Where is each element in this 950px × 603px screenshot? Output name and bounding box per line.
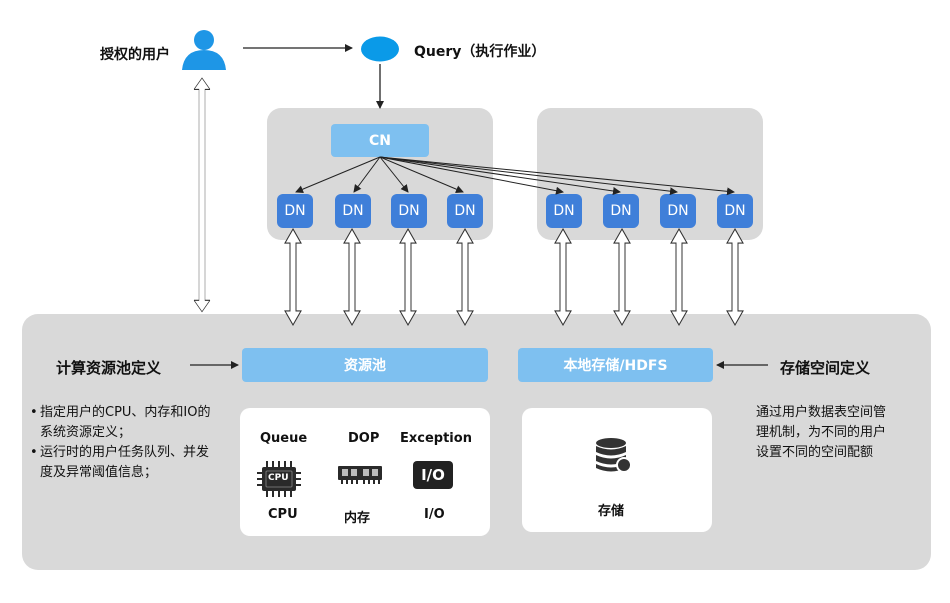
dn-label: DN	[667, 203, 689, 219]
list-item: •运行时的用户任务队列、并发度及异常阈值信息；	[30, 443, 216, 483]
io-icon-text: I/O	[421, 466, 445, 484]
memory-label: 内存	[344, 511, 371, 526]
user-double-arrow-shape	[193, 77, 211, 313]
exception-header: Exception	[400, 431, 472, 446]
compute-bullet-1: 指定用户的CPU、内存和IO的系统资源定义；	[40, 405, 211, 440]
dn-label: DN	[724, 203, 746, 219]
query-label: Query（执行作业）	[414, 44, 546, 60]
cn-label: CN	[369, 132, 391, 149]
dn-double-arrow	[456, 228, 474, 326]
cn-node: CN	[331, 124, 429, 157]
compute-bullet-list: •指定用户的CPU、内存和IO的系统资源定义； •运行时的用户任务队列、并发度及…	[30, 403, 216, 483]
dn-double-arrow	[554, 228, 572, 326]
dn-label: DN	[284, 203, 306, 219]
io-icon: I/O	[413, 461, 453, 489]
dn-node-8: DN	[717, 194, 753, 228]
cpu-label: CPU	[268, 507, 298, 522]
local-storage-bar: 本地存储/HDFS	[518, 348, 713, 382]
storage-item-label: 存储	[598, 504, 625, 519]
dn-node-7: DN	[660, 194, 696, 228]
dn-label: DN	[342, 203, 364, 219]
storage-space-title: 存储空间定义	[780, 359, 871, 377]
dn-double-arrow	[670, 228, 688, 326]
dn-node-6: DN	[603, 194, 639, 228]
dn-node-5: DN	[546, 194, 582, 228]
dn-label: DN	[398, 203, 420, 219]
cpu-chip-icon	[256, 459, 302, 499]
user-icon	[180, 28, 228, 72]
query-node-icon	[360, 36, 400, 62]
cpu-chip-text: CPU	[268, 473, 289, 483]
compute-pool-title: 计算资源池定义	[56, 359, 162, 377]
dn-double-arrow	[284, 228, 302, 326]
dn-double-arrow	[613, 228, 631, 326]
dn-label: DN	[553, 203, 575, 219]
dn-node-4: DN	[447, 194, 483, 228]
dn-node-3: DN	[391, 194, 427, 228]
compute-bullet-2: 运行时的用户任务队列、并发度及异常阈值信息；	[40, 445, 210, 480]
queue-header: Queue	[260, 431, 308, 446]
resource-pool-label: 资源池	[344, 358, 386, 374]
dn-double-arrow	[399, 228, 417, 326]
storage-description: 通过用户数据表空间管理机制，为不同的用户设置不同的空间配额	[756, 405, 887, 460]
list-item: •指定用户的CPU、内存和IO的系统资源定义；	[30, 403, 216, 443]
dop-header: DOP	[348, 431, 380, 446]
local-storage-label: 本地存储/HDFS	[563, 358, 668, 374]
dn-node-1: DN	[277, 194, 313, 228]
dn-label: DN	[610, 203, 632, 219]
dn-node-2: DN	[335, 194, 371, 228]
database-icon	[594, 437, 632, 475]
resource-pool-bar: 资源池	[242, 348, 488, 382]
dn-double-arrow	[726, 228, 744, 326]
dn-double-arrow	[343, 228, 361, 326]
dn-label: DN	[454, 203, 476, 219]
user-label: 授权的用户	[100, 47, 170, 63]
io-label: I/O	[424, 507, 445, 522]
memory-module-icon	[337, 463, 383, 485]
